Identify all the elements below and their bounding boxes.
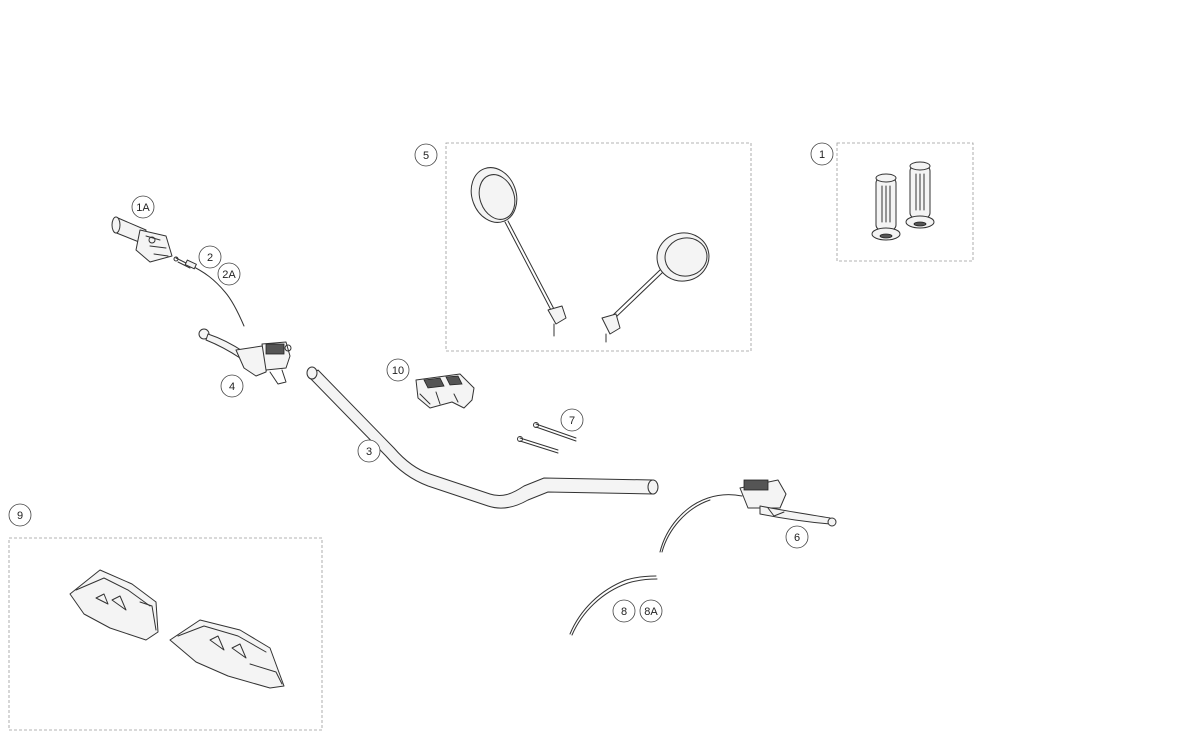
svg-text:6: 6 — [794, 532, 800, 544]
callout-6: 6 — [785, 525, 809, 549]
left-master-cylinder — [198, 328, 292, 385]
callout-10: 10 — [386, 358, 410, 382]
throttle-grip-assembly — [111, 216, 173, 263]
callout-3: 3 — [357, 439, 381, 463]
switch-assembly — [415, 373, 475, 409]
svg-text:5: 5 — [423, 150, 429, 162]
svg-text:8A: 8A — [644, 606, 658, 618]
callout-7: 7 — [560, 408, 584, 432]
callout-1a: 1A — [131, 195, 155, 219]
callout-4: 4 — [220, 374, 244, 398]
mirror-group-box — [445, 142, 752, 352]
handlebar — [306, 366, 659, 509]
brake-hose — [569, 575, 658, 636]
callout-8a: 8A — [639, 599, 663, 623]
svg-text:8: 8 — [621, 606, 627, 618]
grips-group-box — [836, 142, 974, 262]
svg-text:2A: 2A — [222, 269, 236, 281]
svg-text:9: 9 — [17, 510, 23, 522]
svg-text:7: 7 — [569, 415, 575, 427]
mirror-right — [601, 232, 710, 343]
throttle-cable — [173, 256, 245, 327]
callout-9: 9 — [8, 503, 32, 527]
callout-2a: 2A — [217, 262, 241, 286]
callout-8: 8 — [612, 599, 636, 623]
callout-1: 1 — [810, 142, 834, 166]
svg-text:4: 4 — [229, 381, 235, 393]
mirror-left — [470, 167, 567, 337]
handguard-right — [169, 619, 285, 689]
svg-text:1A: 1A — [136, 202, 150, 214]
grip-right — [905, 161, 935, 229]
callout-2: 2 — [198, 245, 222, 269]
svg-text:3: 3 — [366, 446, 372, 458]
svg-text:2: 2 — [207, 252, 213, 264]
callout-5: 5 — [414, 143, 438, 167]
handguard-left — [69, 569, 159, 641]
handguards-group-box — [8, 537, 323, 731]
svg-text:1: 1 — [819, 149, 825, 161]
grip-left — [871, 173, 901, 241]
clamp-bolts — [517, 422, 577, 454]
svg-text:10: 10 — [392, 365, 404, 377]
right-master-cylinder — [659, 479, 837, 553]
